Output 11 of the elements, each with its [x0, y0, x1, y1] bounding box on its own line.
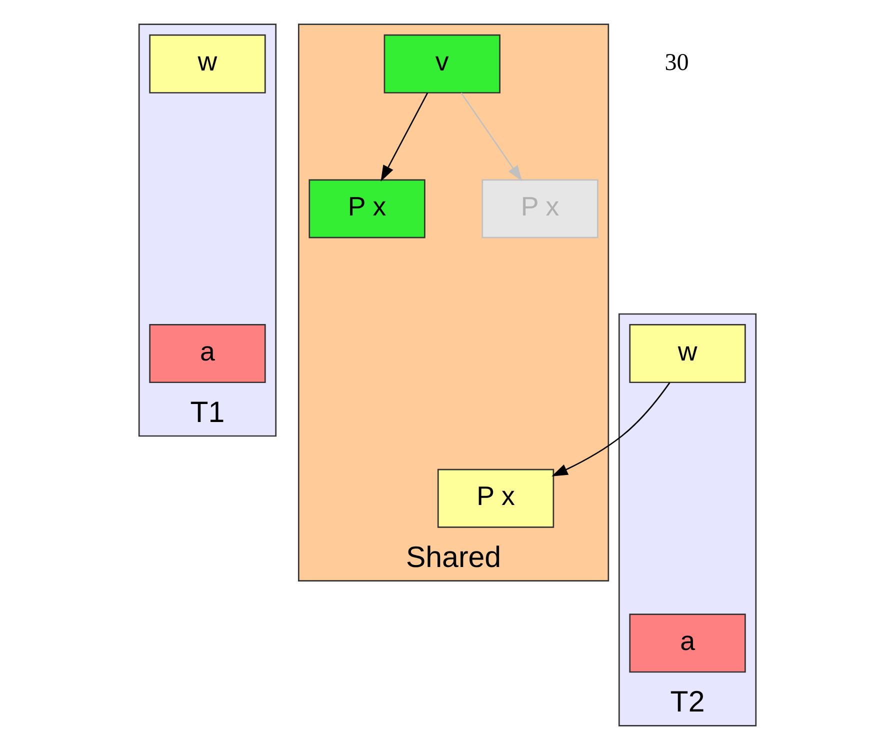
node-box: P x	[437, 468, 554, 528]
arrow	[380, 92, 428, 182]
node-box: P x	[308, 179, 426, 238]
node-box: v	[384, 34, 500, 94]
node-box: a	[629, 614, 746, 673]
arrow	[460, 92, 522, 182]
node-box: w	[149, 34, 266, 94]
arrow	[552, 382, 670, 476]
node-box: w	[629, 324, 746, 384]
label: 30	[664, 48, 689, 76]
node-box: a	[149, 324, 266, 384]
